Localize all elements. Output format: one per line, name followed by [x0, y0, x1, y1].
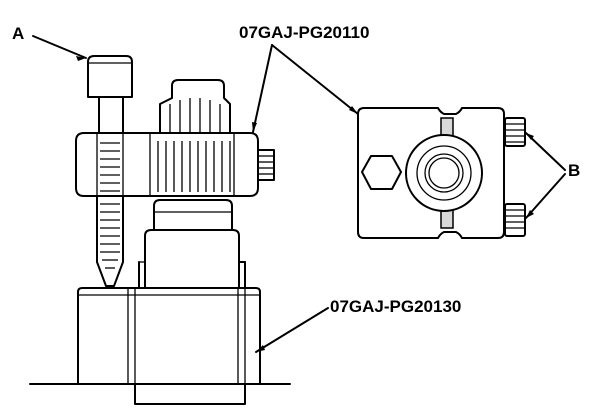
label-lower-tool: 07GAJ-PG20130 [330, 297, 461, 316]
leader-upper-tool-side [252, 44, 273, 133]
label-upper-tool: 07GAJ-PG20110 [239, 23, 369, 42]
label-a: A [12, 24, 24, 43]
leader-lower-tool [255, 307, 329, 353]
leader-b-upper [525, 132, 566, 171]
leader-upper-tool-top [271, 44, 359, 115]
gear-top [159, 79, 231, 134]
clamp-top-view [357, 107, 526, 239]
leader-b-lower [525, 173, 566, 219]
label-b: B [568, 161, 580, 180]
clamp-side-view [75, 132, 275, 197]
lower-fixture-body [77, 229, 261, 405]
leader-lines [32, 35, 566, 353]
spline-shaft [153, 199, 233, 231]
leader-a [32, 35, 87, 59]
